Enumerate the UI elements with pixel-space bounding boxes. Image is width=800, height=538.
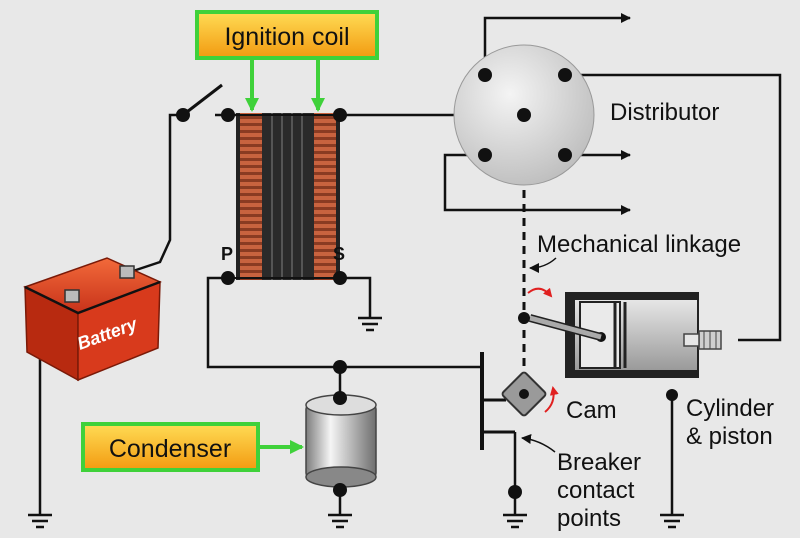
ignition-switch-blade [182, 83, 223, 117]
spark-plug [683, 330, 722, 350]
distributor-output-4 [443, 153, 631, 215]
cam-label: Cam [566, 397, 617, 424]
ground-icon [328, 513, 352, 529]
primary-wire [206, 276, 482, 369]
battery: Battery [23, 257, 162, 382]
battery-negative-terminal [64, 289, 80, 303]
distributor-label: Distributor [610, 99, 719, 126]
breaker-label-line3: points [557, 505, 621, 532]
battery-positive-wire [129, 113, 183, 274]
breaker-pointer [521, 434, 556, 453]
condenser [305, 394, 377, 488]
condenser-callout: Condenser [81, 422, 304, 472]
cylinder-and-piston [528, 292, 699, 401]
cylinder-label-line1: Cylinder [686, 395, 774, 422]
ground-icon [660, 513, 684, 529]
ground-icon [503, 513, 527, 529]
distributor-output-1 [483, 13, 631, 75]
ground-symbols [28, 316, 684, 529]
breaker-label-line1: Breaker [557, 449, 641, 476]
ignition-coil [232, 113, 344, 280]
ground-icon [28, 513, 52, 529]
secondary-ground-wire [340, 276, 372, 318]
ignition-coil-callout: Ignition coil [195, 10, 379, 112]
condenser-label: Condenser [109, 435, 231, 463]
terminal-dots [176, 68, 572, 499]
ignition-coil-label: Ignition coil [224, 23, 349, 51]
linkage-pointer [529, 257, 557, 273]
cylinder-label-line2: & piston [686, 423, 773, 450]
coil-secondary-label: S [333, 244, 345, 264]
linkage-rotation-arrow [527, 287, 553, 298]
battery-positive-terminal [119, 265, 135, 279]
mechanical-linkage-label: Mechanical linkage [537, 231, 741, 258]
cam-rotation-arrow [544, 386, 559, 413]
distributor-to-sparkplug [565, 73, 782, 342]
breaker-contact-points [480, 352, 515, 450]
breaker-label-line2: contact [557, 477, 635, 504]
coil-primary-label: P [221, 244, 233, 264]
ground-icon [358, 316, 382, 332]
